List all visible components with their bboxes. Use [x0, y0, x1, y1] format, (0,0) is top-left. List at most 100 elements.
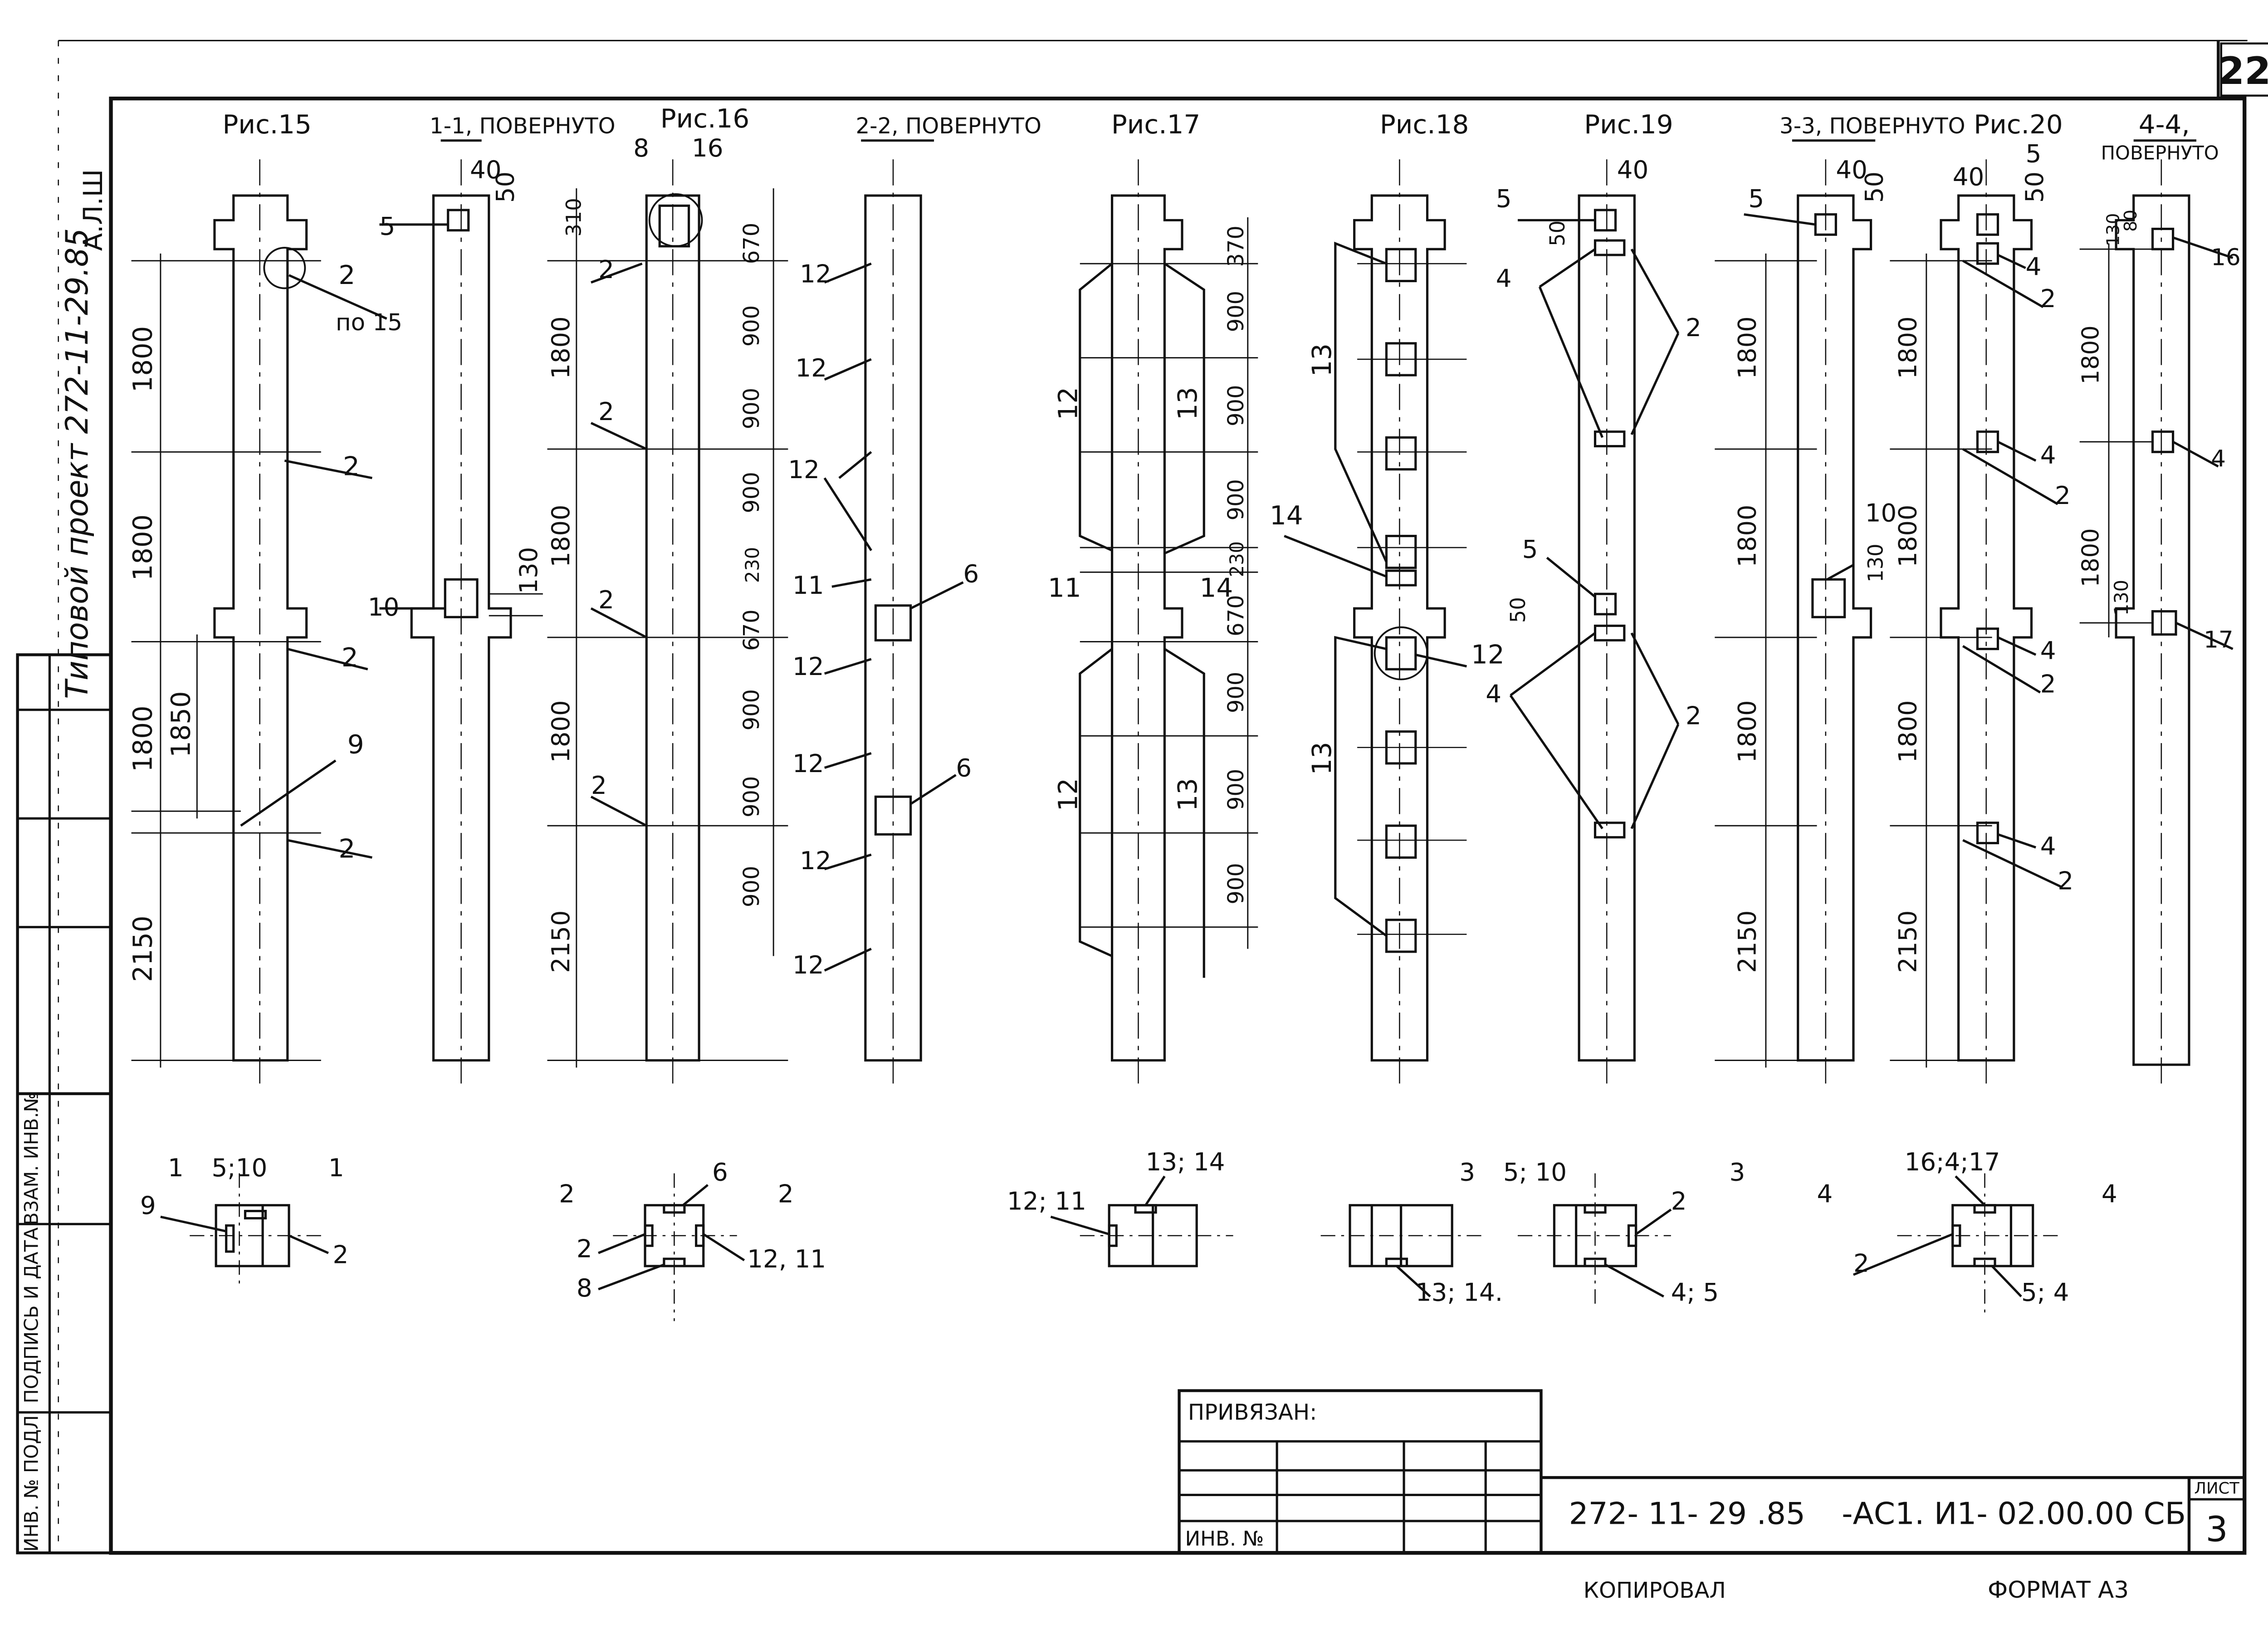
- inv-no-label: ИНВ. №: [1185, 1526, 1264, 1551]
- cs1-label-1b: 1: [328, 1153, 344, 1182]
- cross-sections: [160, 1173, 2058, 1321]
- sec11-label-10: 10: [368, 592, 400, 621]
- fig15-label-2b: 2: [343, 451, 360, 482]
- fig15-label-9: 9: [347, 729, 364, 760]
- fig15-column: [131, 159, 387, 1086]
- fig16-label-8: 8: [633, 133, 649, 162]
- fig17-dim-4: 900: [1223, 479, 1249, 520]
- fig20-label-5: 5: [2026, 139, 2042, 168]
- sec33-label-10: 10: [1865, 499, 1897, 528]
- fig16-label-2c: 2: [598, 585, 614, 614]
- fig17-dim-8: 900: [1223, 769, 1249, 810]
- sec44-column: [2079, 159, 2234, 1086]
- sec44-dim-2: 1800: [2077, 528, 2104, 587]
- fig19-label-5b: 5: [1522, 535, 1538, 564]
- sec22-label-6b: 6: [956, 753, 972, 783]
- sec33-label-5: 5: [1748, 184, 1764, 213]
- fig16-rdim-4: 900: [739, 472, 764, 513]
- cs5-label-3b: 3: [1730, 1158, 1745, 1187]
- fig17-label-12a: 12: [1052, 387, 1083, 420]
- sec22-label-12d: 12: [792, 652, 824, 681]
- sec22-title: 2-2, ПОВЕРНУТО: [856, 113, 1041, 139]
- sec44-subtitle: ПОВЕРНУТО: [2101, 142, 2219, 164]
- sec33-dim-4: 2150: [1732, 910, 1761, 973]
- fig20-dim-2: 1800: [1893, 504, 1922, 567]
- sec11-dim-40: 40: [470, 155, 502, 184]
- sec44-label-16: 16: [2211, 244, 2240, 271]
- fig20-label-2a: 2: [2040, 284, 2056, 313]
- fig17-dim-9: 900: [1223, 863, 1249, 904]
- fig15-dim-3: 1850: [165, 691, 196, 758]
- sec22-label-6a: 6: [963, 559, 979, 588]
- sec11-dim-50: 50: [490, 171, 519, 203]
- fig16-label-2b: 2: [598, 397, 614, 426]
- sec33-dim-2: 1800: [1732, 504, 1761, 567]
- sec44-dim-130b: 130: [2110, 580, 2132, 616]
- cs4-label-1314: 13; 14.: [1416, 1278, 1503, 1307]
- copied-label: КОПИРОВАЛ: [1584, 1578, 1726, 1603]
- fig15-dim-1: 1800: [127, 326, 158, 392]
- fig17-column: [1079, 159, 1258, 1086]
- side-stamp: [16, 653, 112, 1555]
- code-document: -АС1. И1- 02.00.00 СБ: [1842, 1496, 2186, 1531]
- fig17-dim-7: 900: [1223, 672, 1249, 713]
- fig16-rdim-1: 670: [739, 223, 764, 264]
- cs2-label-2b: 2: [778, 1179, 794, 1208]
- cs2-label-2c: 2: [577, 1234, 592, 1263]
- cs3-label-1314: 13; 14: [1146, 1147, 1225, 1176]
- fig20-label-2c: 2: [2040, 670, 2056, 699]
- side-stamp-podpis: ПОДПИСЬ И ДАТА: [20, 1227, 43, 1403]
- fig16-rdim-3: 900: [739, 388, 764, 429]
- fig17-dim-3: 900: [1223, 385, 1249, 426]
- fig16-rdim-9: 900: [739, 866, 764, 907]
- side-stamp-inv-podl: ИНВ. № ПОДЛ.: [20, 1409, 43, 1551]
- fig18-column: [1284, 159, 1467, 1086]
- fig16-title: Рис.16: [660, 103, 749, 134]
- cs1-label-1a: 1: [168, 1153, 184, 1182]
- fig16-rdim-8: 900: [739, 776, 764, 817]
- cs6-label-2: 2: [1853, 1249, 1869, 1278]
- privyazan-label: ПРИВЯЗАН:: [1188, 1400, 1317, 1425]
- code-project: 272- 11- 29 .85: [1569, 1496, 1805, 1531]
- cs5-label-45: 4; 5: [1671, 1278, 1719, 1307]
- page-number: 22: [2218, 49, 2268, 93]
- fig16-column: [547, 159, 788, 1086]
- fig20-dim-1: 1800: [1893, 316, 1922, 379]
- cs3-label-1211: 12; 11: [1007, 1187, 1086, 1216]
- fig15-dim-2: 1800: [127, 514, 158, 581]
- side-stamp-vzam: ВЗАМ. ИНВ.№: [20, 1092, 43, 1225]
- fig16-rdim-5: 230: [741, 547, 763, 583]
- cs5-label-2: 2: [1671, 1187, 1687, 1216]
- cs1-label-9: 9: [140, 1191, 156, 1220]
- sec44-label-17: 17: [2204, 626, 2233, 654]
- sec33-dim-130: 130: [1863, 543, 1887, 582]
- sec44-dim-130a: 130: [2103, 213, 2123, 246]
- fig20-label-2d: 2: [2058, 866, 2073, 895]
- sec33-dim-40: 40: [1836, 155, 1867, 184]
- fig18-label-14: 14: [1270, 500, 1303, 531]
- fig17-label-13a: 13: [1172, 387, 1203, 420]
- fig17-label-11: 11: [1048, 572, 1081, 603]
- cs6-label-16417: 16;4;17: [1905, 1147, 2000, 1176]
- cs2-label-8: 8: [577, 1273, 592, 1302]
- fig18-label-12: 12: [1471, 639, 1505, 670]
- cs1-label-510: 5;10: [212, 1153, 268, 1182]
- fig16-rdim-6: 670: [739, 609, 764, 651]
- sec33-title: 3-3, ПОВЕРНУТО: [1779, 113, 1965, 139]
- fig20-dim-4: 2150: [1893, 910, 1922, 973]
- sec22-label-12c: 12: [788, 455, 820, 484]
- fig16-dim-3: 1800: [546, 700, 575, 763]
- fig19-title: Рис.19: [1584, 109, 1673, 140]
- fig15-title: Рис.15: [223, 109, 312, 140]
- fig20-label-2b: 2: [2055, 481, 2071, 510]
- fig18-title: Рис.18: [1380, 109, 1469, 140]
- fig16-dim-310: 310: [562, 198, 586, 236]
- fig19-label-2b: 2: [1686, 701, 1701, 730]
- fig19-label-4b: 4: [1486, 680, 1501, 709]
- sec11-column: [379, 159, 543, 1086]
- fig17-dim-1: 370: [1223, 225, 1249, 267]
- fig15-label-2a: 2: [338, 259, 355, 290]
- sec22-column: [823, 159, 964, 1086]
- sec22-label-12e: 12: [792, 749, 824, 778]
